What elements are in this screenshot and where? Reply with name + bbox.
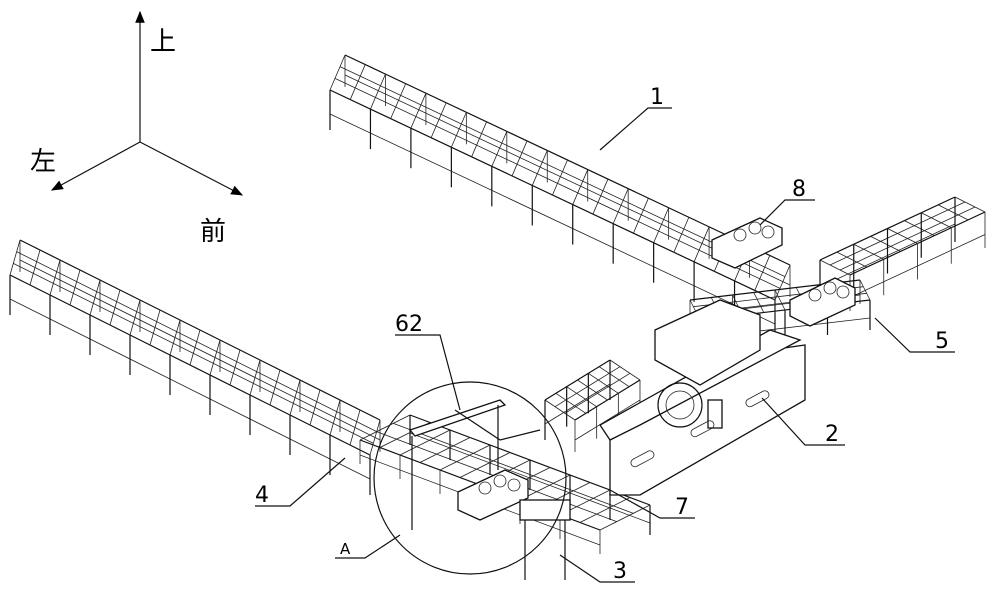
callout-8: 8 [792, 177, 806, 202]
callout-1: 1 [650, 85, 664, 110]
callout-7: 7 [675, 495, 689, 520]
direction-axes: 上 左 前 [30, 12, 242, 247]
axis-label-up: 上 [150, 27, 176, 57]
callout-a: A [340, 540, 351, 558]
callout-62: 62 [395, 312, 423, 337]
axis-label-front: 前 [200, 217, 226, 247]
axis-label-left: 左 [30, 147, 56, 177]
left-arrow [52, 142, 140, 190]
front-arrow [140, 142, 242, 195]
callout-5: 5 [935, 329, 949, 354]
callout-3: 3 [613, 559, 627, 584]
conveyor-1 [330, 55, 790, 340]
callout-4: 4 [255, 483, 269, 508]
callouts: 1 8 5 2 62 4 7 A 3 [255, 85, 955, 584]
conveyor-4 [10, 240, 380, 495]
callout-2: 2 [825, 422, 839, 447]
